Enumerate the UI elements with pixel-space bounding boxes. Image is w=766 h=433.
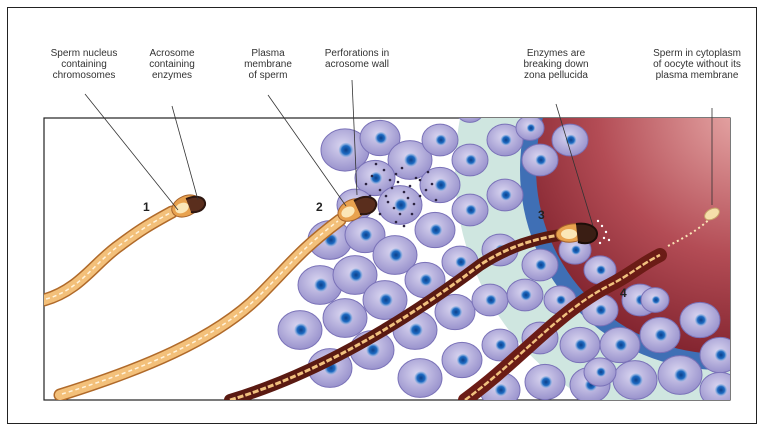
enzyme-dot [407, 197, 410, 200]
enzyme-dot [369, 195, 372, 198]
follicle-nucleus [435, 179, 447, 191]
enzyme-dot [409, 185, 412, 188]
follicle-nucleus [536, 260, 547, 271]
stage-number-3: 3 [538, 208, 545, 222]
follicle-nucleus [715, 384, 727, 396]
enzyme-dot [379, 213, 382, 216]
enzyme-dot [435, 199, 438, 202]
follicle-nucleus [540, 376, 552, 388]
follicle-nucleus [375, 132, 387, 144]
enzyme-dot [413, 203, 416, 206]
label-plasma-membrane: Plasma membrane of sperm [232, 48, 304, 81]
follicle-nucleus [501, 135, 512, 146]
follicle-nucleus [652, 296, 660, 304]
enzyme-dot [431, 183, 434, 186]
enzyme-dot [425, 189, 428, 192]
follicle-nucleus [294, 323, 307, 336]
enzyme-dot [419, 179, 422, 182]
follicle-nucleus [314, 278, 327, 291]
enzyme-dot [365, 183, 368, 186]
follicle-nucleus [674, 368, 687, 381]
follicle-nucleus [389, 248, 402, 261]
enzyme-dot [395, 221, 398, 224]
follicle-nucleus [456, 257, 467, 268]
follicle-nucleus [695, 314, 707, 326]
follicle-nucleus [486, 295, 497, 306]
enzyme-dot [371, 175, 374, 178]
follicle-nucleus [571, 245, 581, 255]
follicle-nucleus [466, 155, 477, 166]
enzyme-dot [395, 173, 398, 176]
follicle-nucleus [349, 268, 362, 281]
follicle-cell [456, 98, 484, 123]
follicle-nucleus [339, 311, 352, 324]
follicle-nucleus [414, 371, 427, 384]
enzyme-dot [385, 195, 388, 198]
follicle-nucleus [715, 349, 727, 361]
follicle-nucleus [379, 293, 392, 306]
follicle-nucleus [339, 143, 353, 157]
enzyme-dot [375, 163, 378, 166]
follicle-nucleus [495, 384, 507, 396]
follicle-nucleus [420, 274, 432, 286]
follicle-nucleus [501, 190, 512, 201]
follicle-nucleus [360, 229, 372, 241]
enzyme-dot [427, 171, 430, 174]
follicle-nucleus [450, 306, 462, 318]
follicle-nucleus [596, 305, 607, 316]
enzyme-dot [403, 191, 406, 194]
label-sperm-nucleus: Sperm nucleus containing chromosomes [34, 48, 134, 81]
stage-number-1: 1 [143, 200, 150, 214]
follicle-nucleus [596, 265, 606, 275]
follicle-nucleus [536, 155, 547, 166]
label-sperm-in-cytoplasm: Sperm in cytoplasm of oocyte without its… [640, 48, 754, 81]
enzyme-dot [403, 225, 406, 228]
follicle-nucleus [615, 339, 627, 351]
enzyme-dot [411, 213, 414, 216]
follicle-nucleus [430, 224, 442, 236]
label-perforations: Perforations in acrosome wall [307, 48, 407, 70]
follicle-nucleus [404, 153, 417, 166]
follicle-nucleus [370, 172, 382, 184]
follicle-nucleus [436, 135, 447, 146]
follicle-nucleus [409, 323, 422, 336]
enzyme-dot [383, 169, 386, 172]
stage-number-4: 4 [620, 286, 627, 300]
follicle-nucleus [496, 340, 507, 351]
follicle-nucleus [527, 124, 535, 132]
follicle-nucleus [655, 329, 667, 341]
follicle-nucleus [521, 290, 532, 301]
enzyme-dot [397, 181, 400, 184]
enzyme-dot [419, 195, 422, 198]
follicle-nucleus [629, 373, 642, 386]
follicle-nucleus [467, 106, 475, 114]
label-enzymes: Enzymes are breaking down zona pellucida [508, 48, 604, 81]
stage-number-2: 2 [316, 200, 323, 214]
enzyme-dot [393, 207, 396, 210]
follicle-nucleus [596, 367, 606, 377]
follicle-nucleus [575, 339, 587, 351]
enzyme-dot [391, 187, 394, 190]
enzyme-dot [399, 213, 402, 216]
follicle-nucleus [466, 205, 477, 216]
follicle-nucleus [394, 198, 407, 211]
label-acrosome: Acrosome containing enzymes [132, 48, 212, 81]
enzyme-dot [387, 201, 390, 204]
enzyme-dot [415, 177, 418, 180]
enzyme-dot [389, 179, 392, 182]
follicle-nucleus [457, 354, 469, 366]
enzyme-dot [401, 167, 404, 170]
enzyme-dot [379, 189, 382, 192]
follicle-nucleus [556, 295, 566, 305]
